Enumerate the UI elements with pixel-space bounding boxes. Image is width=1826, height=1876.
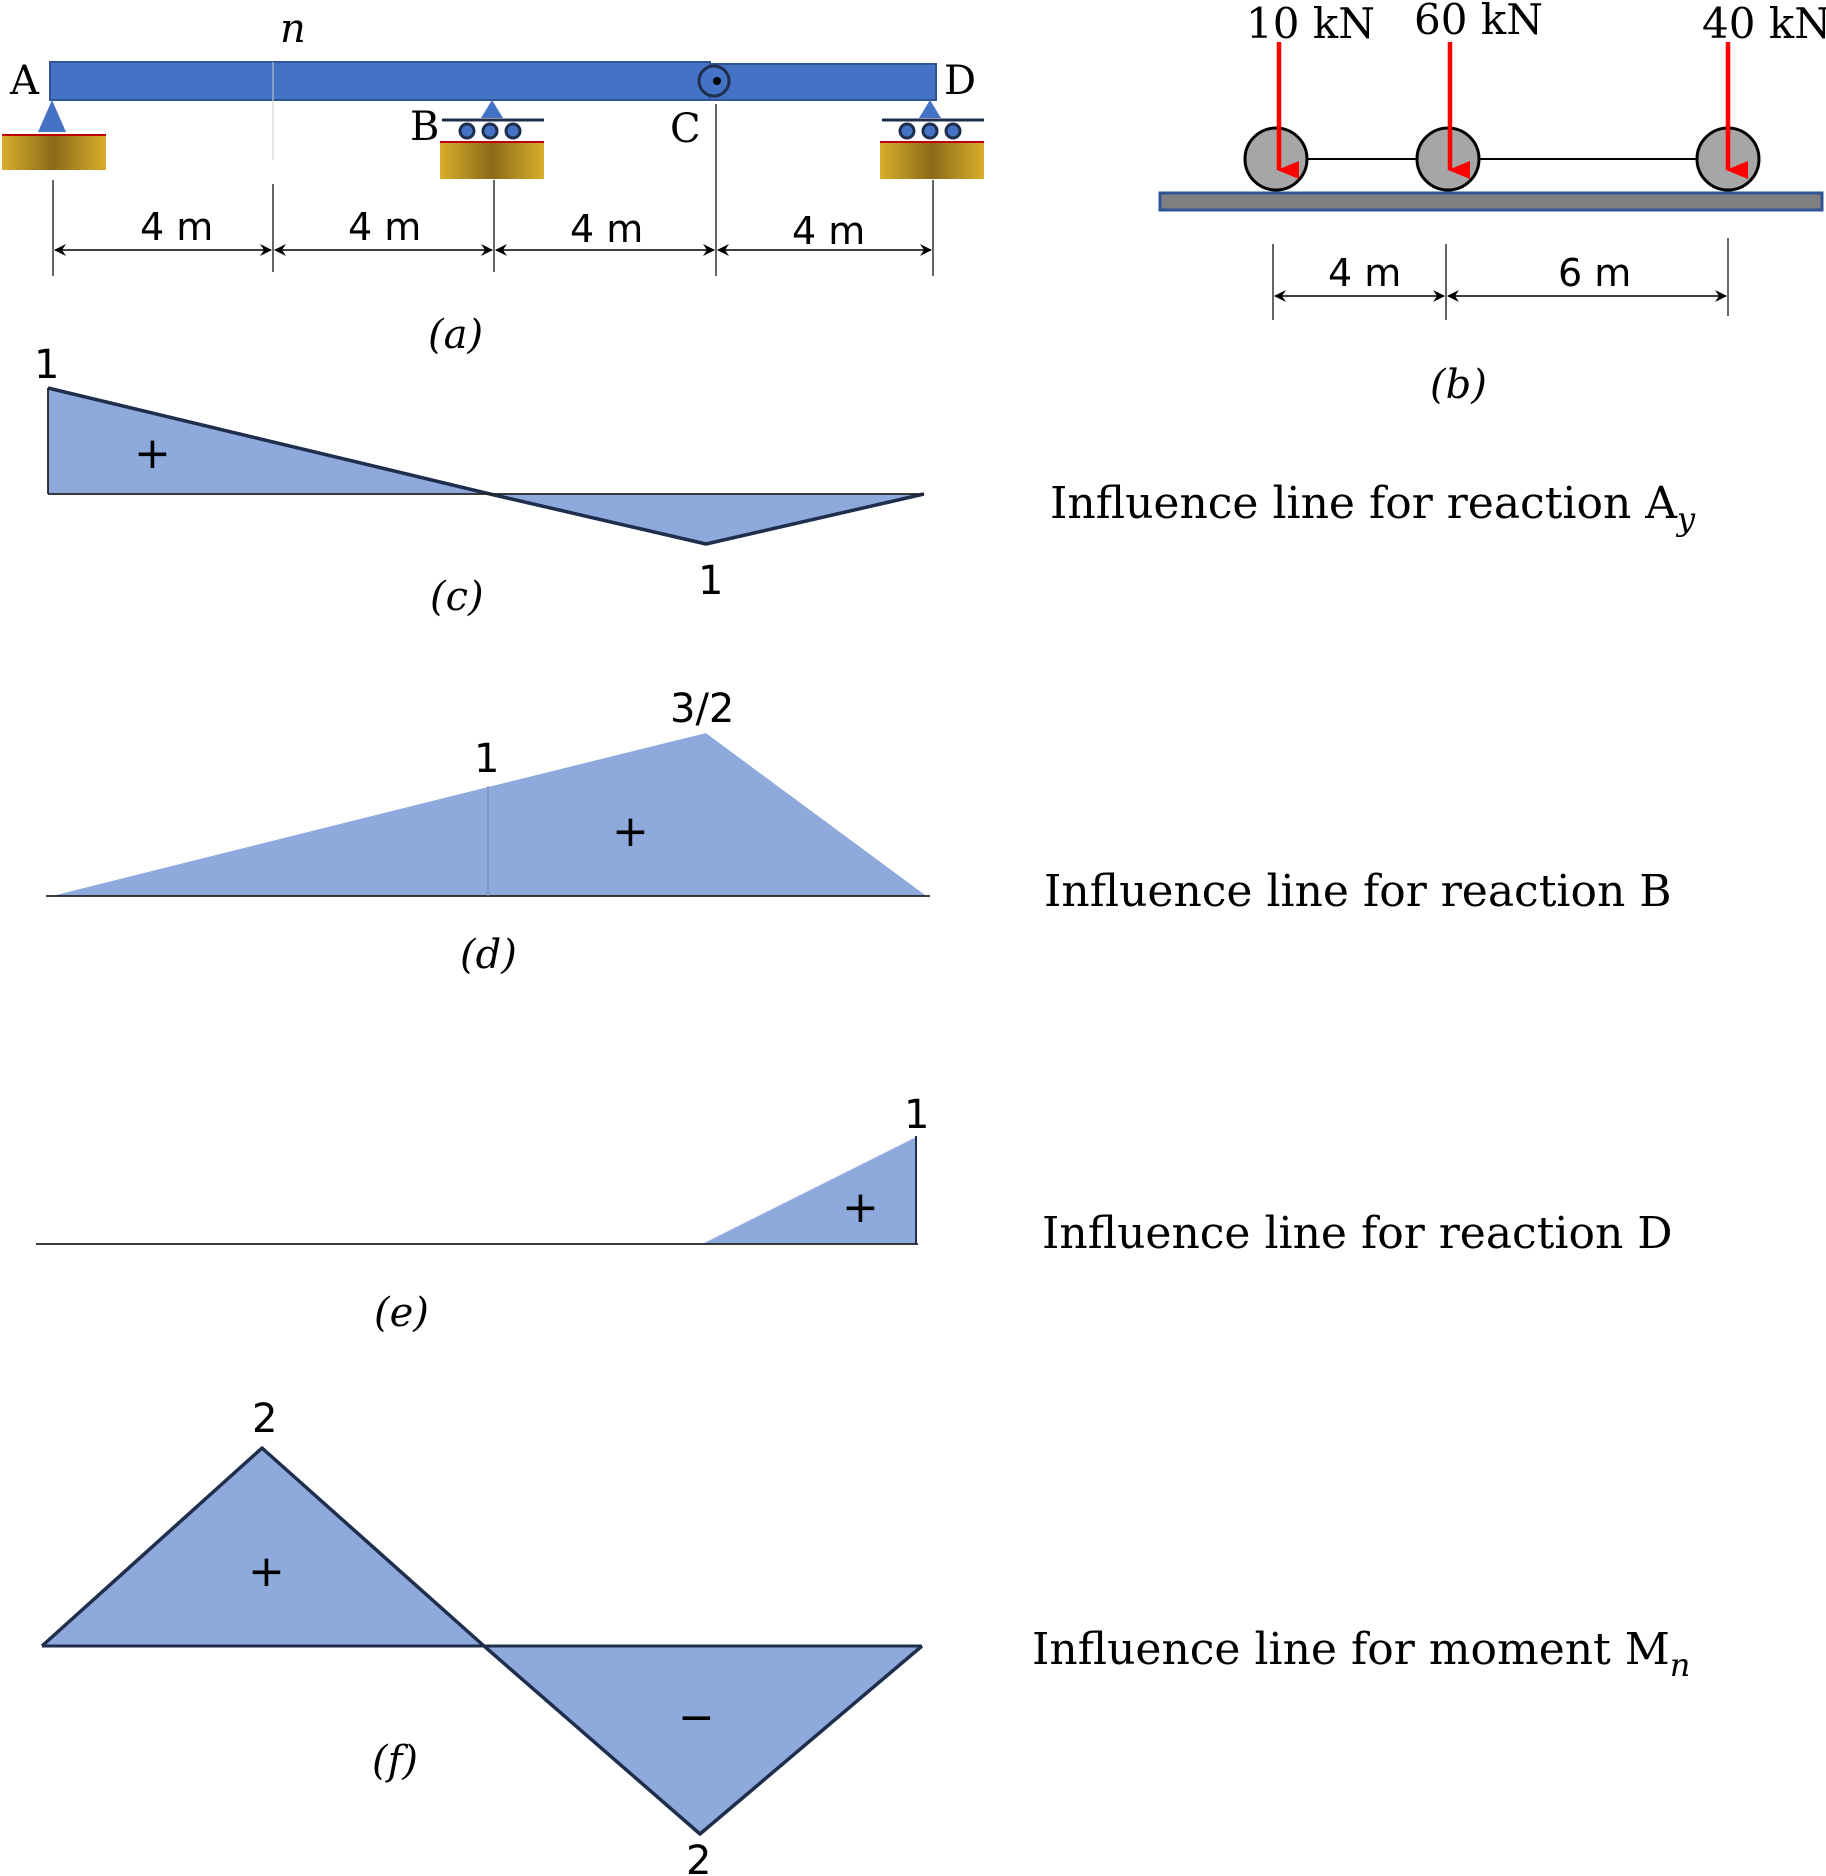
- label-d: D: [944, 58, 976, 104]
- span-nb-label: 4 m: [348, 205, 421, 249]
- moving-load-diagram: 10 kN 60 kN 40 kN 4 m 6 m (b): [1158, 0, 1826, 408]
- il-b-value-b: 1: [474, 736, 499, 782]
- il-ay-value-a: 1: [34, 342, 59, 388]
- il-mn-title: Influence line for moment Mn: [1032, 1624, 1690, 1684]
- il-b-title: Influence line for reaction B: [1044, 866, 1672, 917]
- hinge-c-icon: [697, 64, 731, 98]
- il-ay-sign: +: [134, 428, 171, 479]
- il-mn-positive-area: [42, 1448, 484, 1646]
- il-b-value-c: 3/2: [670, 686, 734, 732]
- roller-support-d-icon: [880, 100, 984, 179]
- load-3-label: 40 kN: [1702, 0, 1826, 48]
- load-1-label: 10 kN: [1246, 0, 1375, 48]
- caption-f: (f): [372, 1738, 418, 1784]
- rail: [1158, 191, 1824, 212]
- il-mn-value-c: 2: [686, 1838, 711, 1876]
- beam-diagram: n A B C D: [2, 6, 984, 358]
- spacing-1-label: 4 m: [1328, 251, 1401, 295]
- beam-segment-ac: [49, 61, 711, 101]
- influence-line-ay: 1 1 + (c) Influence line for reaction Ay: [34, 342, 1696, 620]
- il-b-sign: +: [612, 806, 649, 857]
- span-ab1-label: 4 m: [140, 205, 213, 249]
- span-bc-label: 4 m: [570, 207, 643, 251]
- il-ay-negative-area: [490, 494, 924, 544]
- caption-c: (c): [430, 574, 484, 620]
- influence-line-b: 1 3/2 + (d) Influence line for reaction …: [46, 686, 1672, 978]
- beam-segment-cd: [709, 63, 937, 101]
- spacing-2-label: 6 m: [1558, 251, 1631, 295]
- load-2-label: 60 kN: [1414, 0, 1543, 44]
- il-d-sign: +: [842, 1182, 879, 1233]
- caption-e: (e): [374, 1290, 429, 1336]
- section-n-label: n: [280, 6, 306, 52]
- influence-line-d: 1 + (e) Influence line for reaction D: [36, 1092, 1673, 1336]
- caption-a: (a): [428, 312, 483, 358]
- influence-line-mn: 2 2 + − (f) Influence line for moment Mn: [40, 1396, 1690, 1876]
- pin-support-a-icon: [2, 100, 106, 170]
- label-a: A: [9, 58, 40, 104]
- roller-support-b-icon: [440, 100, 544, 179]
- span-cd-label: 4 m: [792, 209, 865, 253]
- caption-d: (d): [460, 932, 517, 978]
- il-mn-value-n: 2: [252, 1396, 277, 1442]
- il-mn-sign-negative: −: [678, 1692, 715, 1743]
- label-c: C: [670, 106, 701, 152]
- il-d-value-d: 1: [904, 1092, 929, 1138]
- caption-b: (b): [1430, 362, 1487, 408]
- wheel-1-icon: [1243, 126, 1309, 192]
- il-ay-title: Influence line for reaction Ay: [1050, 478, 1696, 538]
- il-mn-negative-area: [484, 1646, 922, 1834]
- il-d-title: Influence line for reaction D: [1042, 1208, 1673, 1259]
- il-ay-value-c: 1: [698, 558, 723, 604]
- il-mn-sign-positive: +: [248, 1546, 285, 1597]
- label-b: B: [410, 104, 439, 150]
